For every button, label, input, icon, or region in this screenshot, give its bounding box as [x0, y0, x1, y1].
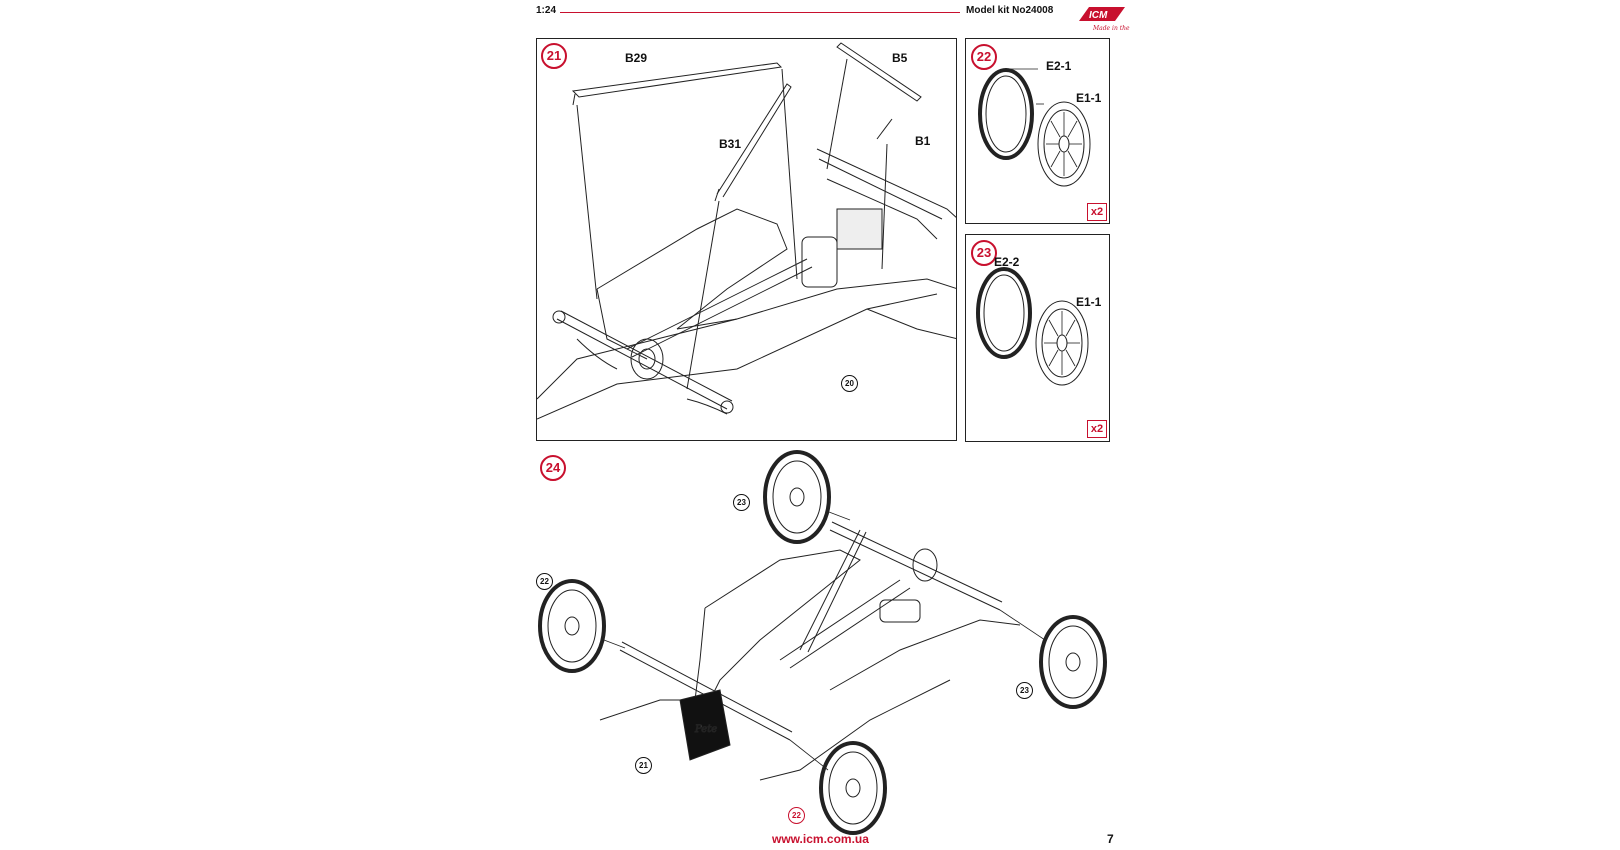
part-label-e2-1: E2-1 — [1046, 59, 1072, 73]
wheel-assembly-illustration — [976, 267, 1089, 386]
step-21-panel: 21 B29 B5 B31 B1 20 — [536, 38, 957, 441]
wheel-ref-22-front: 22 — [788, 807, 805, 824]
svg-text:Pete: Pete — [694, 724, 717, 735]
step-23-panel: 23 E2-2 E1-1 x2 — [965, 234, 1110, 442]
icm-logo: ICM Made in the best — [1075, 3, 1130, 33]
part-label-b31: B31 — [719, 137, 742, 151]
step-22-panel: 22 E2-1 E1-1 x2 — [965, 38, 1110, 224]
step-22-badge: 22 — [971, 44, 997, 70]
step-21-badge: 21 — [541, 43, 567, 69]
part-label-e1-1: E1-1 — [1076, 91, 1102, 105]
website-url: www.icm.com.ua — [772, 832, 869, 846]
chassis-rear-axle-illustration — [537, 42, 956, 420]
model-kit-number: Model kit No24008 — [966, 5, 1054, 16]
part-label-b5: B5 — [892, 51, 908, 65]
part-label-e1-1: E1-1 — [1076, 295, 1102, 309]
wheel-assembly-illustration — [978, 68, 1091, 187]
page-number: 7 — [1107, 832, 1114, 846]
quantity-badge: x2 — [1087, 203, 1107, 221]
part-label-e2-2: E2-2 — [994, 255, 1020, 269]
header-rule — [560, 12, 960, 13]
quantity-badge: x2 — [1087, 420, 1107, 438]
svg-text:Made in the best: Made in the best — [1092, 25, 1130, 32]
step-24-badge: 24 — [540, 455, 566, 481]
step-23-badge: 23 — [971, 240, 997, 266]
assembly-ref-20: 20 — [841, 375, 858, 392]
scale-label: 1:24 — [536, 5, 557, 16]
svg-text:ICM: ICM — [1089, 10, 1108, 21]
part-label-b29: B29 — [625, 51, 648, 65]
part-label-b1: B1 — [915, 134, 931, 148]
wheel-ref-23-front: 23 — [1016, 682, 1033, 699]
wheel-ref-23-rear: 23 — [733, 494, 750, 511]
wheel-ref-22-rear: 22 — [536, 573, 553, 590]
frame-ref-21: 21 — [635, 757, 652, 774]
